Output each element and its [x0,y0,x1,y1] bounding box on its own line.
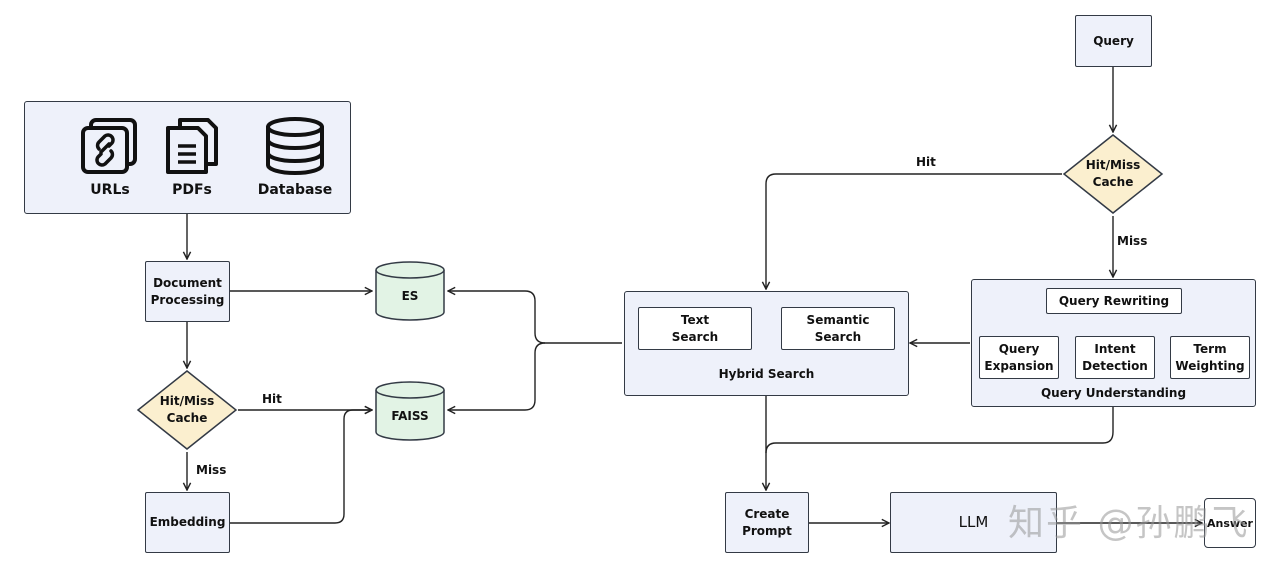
right-miss-label: Miss [1117,234,1148,248]
document-processing-node: Document Processing [145,261,230,322]
query-understanding-group: Query Rewriting Query Expansion Intent D… [971,279,1256,407]
term-weighting-node: Term Weighting [1170,336,1250,379]
left-hit-label: Hit [262,392,282,406]
watermark: 知乎 @孙鹏飞 [1008,503,1250,544]
faiss-store: FAISS [375,381,445,441]
left-cache-decision: Hit/Miss Cache [136,369,238,451]
llm-node: LLM [890,492,1057,553]
answer-node: Answer [1204,498,1256,548]
hybrid-search-label: Hybrid Search [718,367,815,381]
database-label: Database [257,182,333,198]
left-miss-label: Miss [196,463,227,477]
query-expansion-node: Query Expansion [979,336,1059,379]
data-sources-group: URLs PDFs Database [24,101,351,214]
semantic-search-node: Semantic Search [781,307,895,350]
es-label: ES [401,289,419,303]
es-store: ES [375,261,445,321]
embedding-node: Embedding [145,492,230,553]
hybrid-search-group: Text Search Semantic Search Hybrid Searc… [624,291,909,396]
link-icon [81,118,137,174]
urls-source: URLs [70,116,150,198]
query-node: Query [1075,15,1152,67]
pdfs-label: PDFs [172,182,212,198]
document-icon [166,118,218,174]
right-cache-label: Hit/Miss Cache [1085,158,1141,189]
database-icon [266,117,324,175]
database-source: Database [255,116,335,198]
query-understanding-label: Query Understanding [1040,386,1187,400]
right-hit-label: Hit [916,155,936,169]
intent-detection-node: Intent Detection [1075,336,1155,379]
right-cache-decision: Hit/Miss Cache [1062,133,1164,215]
text-search-node: Text Search [638,307,752,350]
create-prompt-node: Create Prompt [725,492,809,553]
left-cache-label: Hit/Miss Cache [159,394,215,425]
query-rewriting-node: Query Rewriting [1046,288,1182,314]
urls-label: URLs [90,182,130,198]
faiss-label: FAISS [391,409,429,423]
pdfs-source: PDFs [152,116,232,198]
